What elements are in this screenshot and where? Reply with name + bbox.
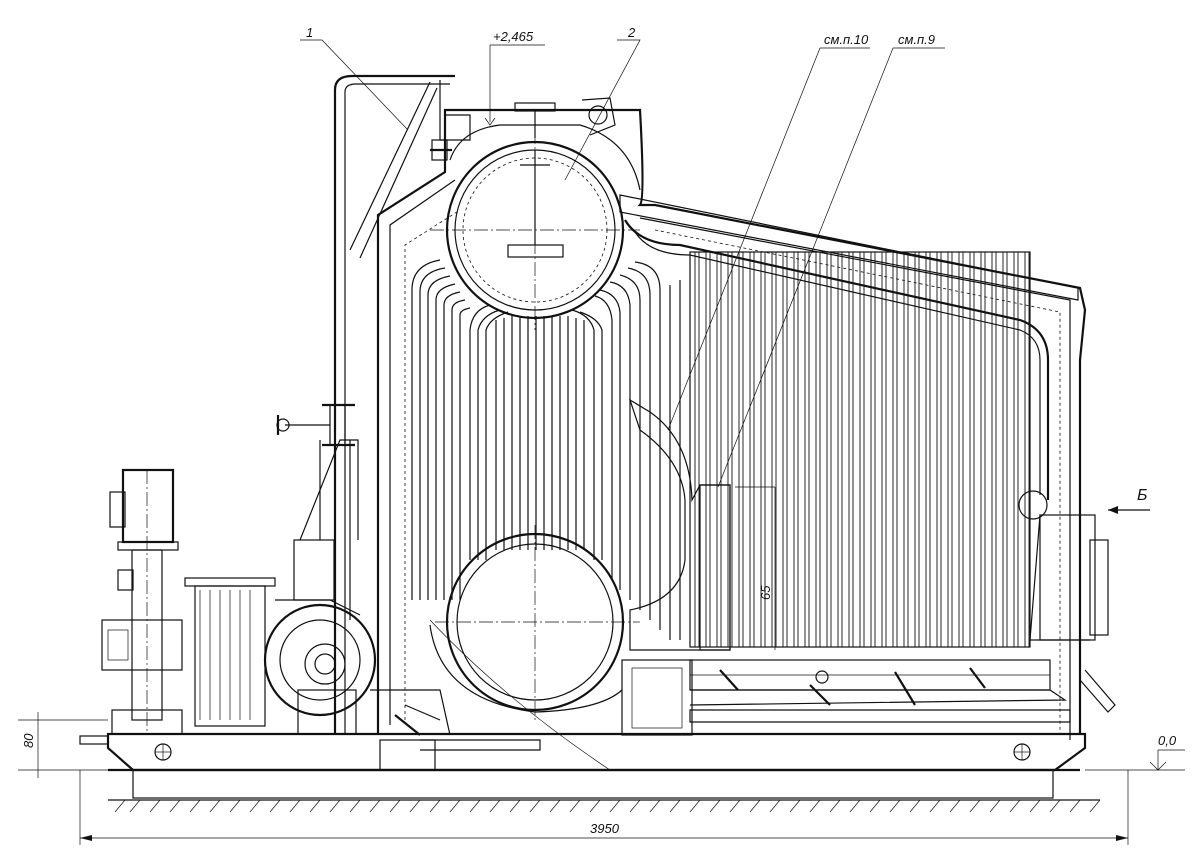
right-header bbox=[1018, 490, 1116, 713]
drawing-labels: 1 2 +2,465 см.п.10 см.п.9 Б 65 80 0,0 39… bbox=[21, 25, 1177, 836]
level-zero-label: 0,0 bbox=[1158, 733, 1177, 748]
dim-80-label: 80 bbox=[21, 733, 36, 748]
base-frame bbox=[79, 732, 1087, 772]
callout-leaders bbox=[300, 39, 1150, 650]
refractory-lining bbox=[628, 398, 731, 651]
upper-drum bbox=[430, 97, 641, 330]
tube-bank bbox=[689, 251, 1031, 648]
lower-drum bbox=[429, 525, 640, 771]
dim-65-label: 65 bbox=[758, 585, 773, 600]
level-top-label: +2,465 bbox=[493, 29, 534, 44]
ref-sheet-9-label: см.п.9 bbox=[898, 32, 935, 47]
motor-assembly bbox=[101, 468, 183, 735]
foundation bbox=[108, 768, 1101, 813]
ref-sheet-10-label: см.п.10 bbox=[824, 32, 869, 47]
boiler-casing bbox=[333, 74, 1087, 740]
callout-2-label: 2 bbox=[627, 25, 636, 40]
dimensions bbox=[18, 712, 1185, 845]
blower-fan bbox=[184, 439, 451, 736]
piping bbox=[276, 80, 541, 751]
grate-stoker bbox=[621, 659, 1071, 736]
dim-3950-label: 3950 bbox=[590, 821, 620, 836]
callout-1-label: 1 bbox=[306, 25, 313, 40]
view-b-label: Б bbox=[1137, 487, 1147, 504]
ground-hatch bbox=[108, 799, 1101, 813]
